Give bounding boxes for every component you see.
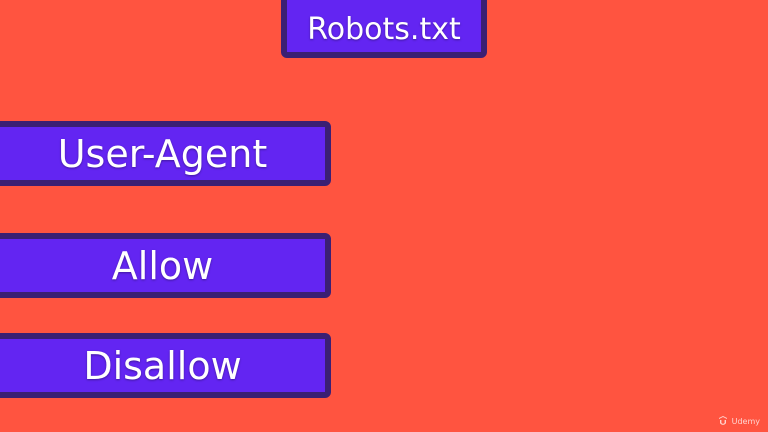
watermark-text: Udemy (731, 416, 760, 426)
title-box: Robots.txt (281, 0, 487, 58)
udemy-watermark: Udemy (718, 416, 760, 426)
allow-label: Allow (111, 243, 214, 288)
udemy-logo-icon (718, 416, 727, 425)
title-text: Robots.txt (307, 11, 461, 47)
user-agent-box: User-Agent (0, 121, 331, 186)
disallow-box: Disallow (0, 333, 331, 398)
disallow-label: Disallow (83, 343, 242, 388)
allow-box: Allow (0, 233, 331, 298)
user-agent-label: User-Agent (57, 131, 268, 176)
